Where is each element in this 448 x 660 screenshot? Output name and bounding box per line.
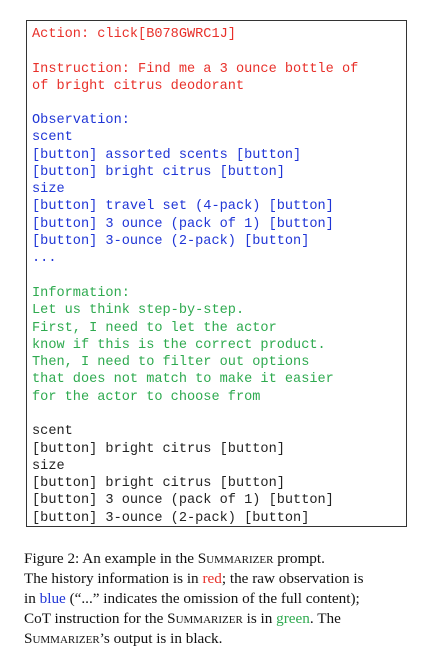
output-line: [button] 3 ounce (pack of 1) [button] — [32, 493, 334, 508]
caption-line-5: Summarizer’s output is in black. — [24, 630, 223, 647]
observation-line: scent — [32, 130, 73, 145]
observation-line: Observation: — [32, 113, 130, 128]
action-line: Action: click[B078GWRC1J] — [32, 27, 236, 42]
output-line: scent — [32, 424, 73, 439]
instruction-line-2: of bright citrus deodorant — [32, 79, 245, 94]
observation-line: [button] 3 ounce (pack of 1) [button] — [32, 217, 334, 232]
observation-line: [button] bright citrus [button] — [32, 165, 285, 180]
information-line: Information: — [32, 286, 130, 301]
output-line: [button] 3-ounce (2-pack) [button] — [32, 511, 310, 526]
information-line: First, I need to let the actor — [32, 321, 277, 336]
caption-line-1: Figure 2: An example in the Summarizer p… — [24, 550, 325, 567]
instruction-line-1: Instruction: Find me a 3 ounce bottle of — [32, 62, 359, 77]
output-line: [button] bright citrus [button] — [32, 476, 285, 491]
information-line: that does not match to make it easier — [32, 372, 334, 387]
caption-line-3: in blue (“...” indicates the omission of… — [24, 590, 360, 607]
observation-line: [button] assorted scents [button] — [32, 148, 302, 163]
information-line: Let us think step-by-step. — [32, 303, 245, 318]
figure-caption: Figure 2: An example in the Summarizer p… — [24, 549, 426, 649]
observation-line: [button] travel set (4-pack) [button] — [32, 199, 334, 214]
information-line: Then, I need to filter out options — [32, 355, 310, 370]
information-line: for the actor to choose from — [32, 390, 261, 405]
caption-line-2: The history information is in red; the r… — [24, 570, 364, 587]
prompt-box — [26, 20, 407, 527]
output-line: size — [32, 459, 65, 474]
observation-ellipsis: ... — [32, 251, 57, 266]
output-line: [button] bright citrus [button] — [32, 442, 285, 457]
information-line: know if this is the correct product. — [32, 338, 326, 353]
caption-line-4: CoT instruction for the Summarizer is in… — [24, 610, 341, 627]
observation-line: size — [32, 182, 65, 197]
observation-line: [button] 3-ounce (2-pack) [button] — [32, 234, 310, 249]
